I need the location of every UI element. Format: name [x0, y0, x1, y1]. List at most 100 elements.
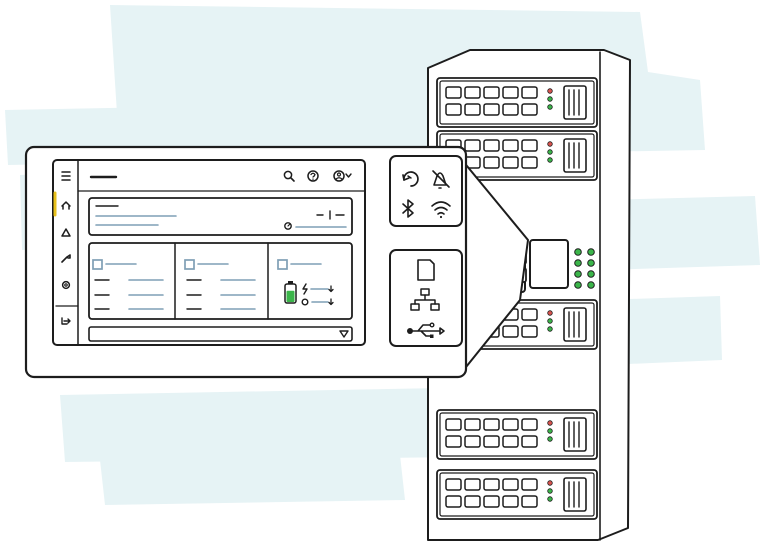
card-row: [88, 242, 353, 320]
drive-bay: [483, 139, 500, 152]
drive-bay: [464, 86, 481, 99]
status-led: [547, 436, 553, 442]
drive-bay: [521, 156, 538, 169]
drive-bay: [521, 435, 538, 448]
ports-panel: [389, 249, 463, 347]
usb-icon[interactable]: [407, 322, 445, 338]
drive-bay: [521, 308, 538, 321]
wifi-icon[interactable]: [431, 201, 451, 219]
status-led: [547, 149, 553, 155]
drive-bay: [521, 86, 538, 99]
vent-grille: [563, 85, 587, 120]
drive-bay: [502, 325, 519, 338]
status-led: [547, 488, 553, 494]
bell-off-icon[interactable]: [432, 170, 450, 189]
vent-grille: [563, 307, 587, 342]
card-checkbox-icon[interactable]: [277, 259, 288, 270]
drive-bay: [445, 103, 462, 116]
server-unit: [436, 77, 598, 128]
drive-bay: [483, 86, 500, 99]
sd-card-icon[interactable]: [417, 259, 435, 281]
drive-bay: [502, 139, 519, 152]
dashboard-card[interactable]: [184, 259, 256, 310]
user-icon[interactable]: [333, 170, 345, 182]
drive-bay: [483, 156, 500, 169]
cards: [92, 259, 322, 310]
dashboard-card[interactable]: [277, 259, 322, 270]
chevron-down-icon[interactable]: [345, 173, 352, 178]
connectivity-panel: [389, 155, 463, 227]
server-unit-inner: [439, 412, 595, 457]
help-icon[interactable]: [307, 170, 319, 182]
drive-bay: [445, 495, 462, 508]
drive-bay: [483, 435, 500, 448]
vent-grille: [563, 477, 587, 512]
drive-bay: [445, 86, 462, 99]
server-unit: [436, 130, 598, 181]
sidebar: [53, 171, 79, 325]
network-icon[interactable]: [410, 288, 440, 311]
drive-bay: [521, 103, 538, 116]
drive-bay: [521, 478, 538, 491]
server-unit-inner: [439, 80, 595, 125]
status-led: [547, 318, 553, 324]
drive-bay: [521, 139, 538, 152]
drive-bay: [445, 435, 462, 448]
wrench-icon[interactable]: [61, 254, 71, 263]
status-led: [547, 496, 553, 502]
rack-status-leds: [574, 248, 595, 289]
drive-bay: [502, 156, 519, 169]
logout-icon[interactable]: [61, 317, 71, 325]
drive-bay: [445, 418, 462, 431]
drive-bay: [464, 103, 481, 116]
status-led: [547, 326, 553, 332]
status-led: [547, 88, 553, 94]
cycle-icon[interactable]: [402, 171, 419, 187]
drive-bay: [521, 325, 538, 338]
warning-icon[interactable]: [61, 228, 71, 237]
drive-bay: [502, 86, 519, 99]
drive-bay: [464, 139, 481, 152]
home-icon[interactable]: [61, 201, 71, 210]
vent-grille: [563, 138, 587, 173]
bluetooth-icon[interactable]: [402, 199, 414, 218]
drive-bay: [483, 478, 500, 491]
status-led: [547, 428, 553, 434]
drive-bay: [464, 435, 481, 448]
drive-bay: [445, 478, 462, 491]
header: [89, 170, 352, 182]
card-checkbox-icon[interactable]: [184, 259, 195, 270]
drive-bay: [521, 418, 538, 431]
battery-icon: [284, 281, 297, 304]
summary-card[interactable]: [88, 197, 353, 236]
drive-bay: [502, 435, 519, 448]
status-indicator: [301, 298, 309, 306]
search-icon[interactable]: [283, 170, 295, 182]
server-unit: [436, 409, 598, 460]
drive-bay: [483, 418, 500, 431]
drive-bay: [521, 495, 538, 508]
drive-bay: [502, 103, 519, 116]
drive-bay: [502, 418, 519, 431]
status-led: [547, 157, 553, 163]
power-icon: [302, 283, 308, 295]
card-checkbox-icon[interactable]: [92, 259, 103, 270]
gear-icon[interactable]: [61, 280, 71, 290]
bottom-bar[interactable]: [88, 326, 353, 342]
drive-bay: [464, 478, 481, 491]
dashboard-card[interactable]: [92, 259, 164, 310]
drive-bay: [464, 495, 481, 508]
drive-bay: [464, 418, 481, 431]
vent-grille: [563, 417, 587, 452]
drive-bay: [502, 478, 519, 491]
status-led: [547, 310, 553, 316]
status-led: [547, 480, 553, 486]
server-unit: [436, 469, 598, 520]
status-led: [547, 141, 553, 147]
status-led: [547, 420, 553, 426]
drive-bay: [502, 495, 519, 508]
status-led: [547, 96, 553, 102]
menu-icon[interactable]: [61, 171, 71, 181]
